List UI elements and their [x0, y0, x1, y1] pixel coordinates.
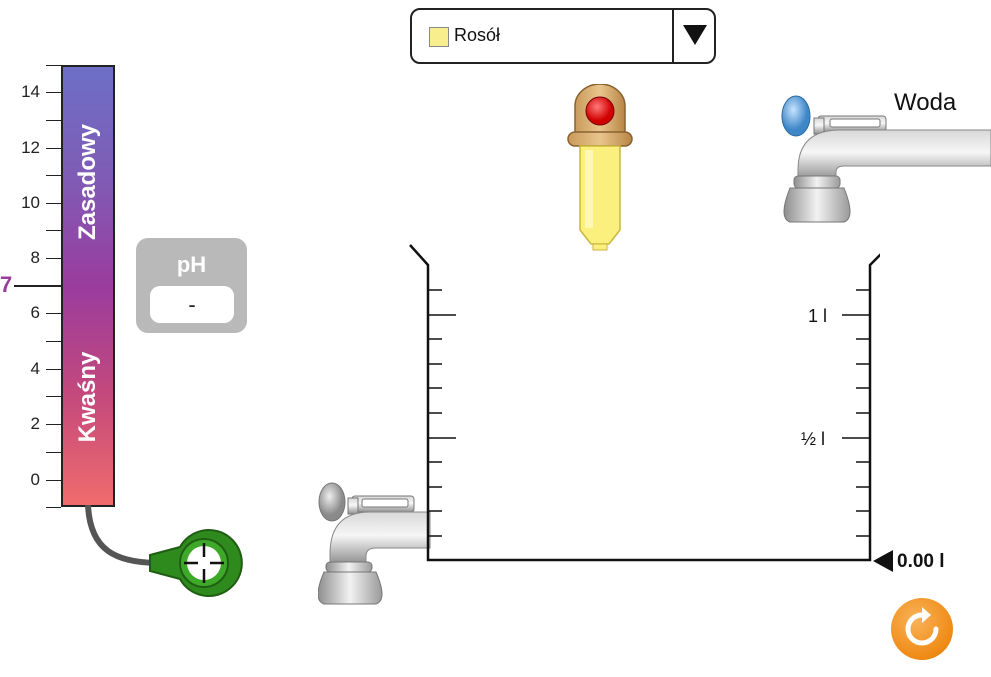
drain-faucet[interactable] [318, 482, 433, 607]
minor-tick [46, 65, 61, 66]
ph-color-bar: Zasadowy Kwaśny [61, 65, 115, 507]
tick-2 [46, 424, 61, 425]
basic-label: Zasadowy [74, 123, 101, 241]
tick-label-2: 2 [30, 414, 40, 433]
minor-tick [46, 507, 61, 508]
neutral-marker-line [14, 285, 61, 287]
minor-tick [46, 230, 61, 231]
ph-scale: Zasadowy Kwaśny 14 12 10 8 6 4 2 0 7 [0, 0, 130, 520]
dropdown-separator [672, 10, 674, 62]
ph-meter-title: pH [176, 252, 207, 277]
tick-4 [46, 369, 61, 370]
beaker-label-full: 1 l [808, 306, 828, 326]
minor-tick [46, 175, 61, 176]
tick-label-12: 12 [21, 138, 40, 157]
solute-color-swatch [429, 27, 449, 47]
tick-label-4: 4 [30, 359, 40, 378]
beaker [409, 244, 880, 562]
reset-button[interactable] [891, 598, 953, 660]
tick-0 [46, 480, 61, 481]
ph-meter-value: - [150, 286, 234, 323]
acidic-label: Kwaśny [74, 351, 101, 443]
solute-selected-label: Rosół [454, 25, 501, 45]
solute-dropdown[interactable]: Rosół [410, 8, 716, 64]
tick-10 [46, 203, 61, 204]
dropper-icon[interactable] [565, 84, 635, 256]
crosshair-probe-icon [149, 529, 243, 597]
ph-probe[interactable] [80, 505, 255, 600]
tick-6 [46, 313, 61, 314]
neutral-marker-label: 7 [0, 272, 13, 297]
tick-label-10: 10 [21, 193, 40, 212]
minor-tick [46, 341, 61, 342]
water-faucet[interactable] [780, 90, 991, 225]
beaker-label-half: ½ l [801, 429, 826, 449]
tick-label-14: 14 [21, 82, 40, 101]
tick-8 [46, 258, 61, 259]
dropdown-arrow-icon[interactable] [683, 25, 707, 45]
minor-tick [46, 120, 61, 121]
tick-label-0: 0 [30, 470, 40, 489]
volume-readout: 0.00 l [897, 551, 945, 572]
tick-12 [46, 148, 61, 149]
ph-meter-readout: pH - [136, 238, 247, 333]
tick-label-8: 8 [30, 248, 40, 267]
tick-14 [46, 92, 61, 93]
water-faucet-label: Woda [894, 89, 957, 116]
minor-tick [46, 396, 61, 397]
reset-icon [905, 607, 939, 646]
minor-tick [46, 452, 61, 453]
volume-pointer-icon [873, 550, 893, 572]
tick-label-6: 6 [30, 303, 40, 322]
